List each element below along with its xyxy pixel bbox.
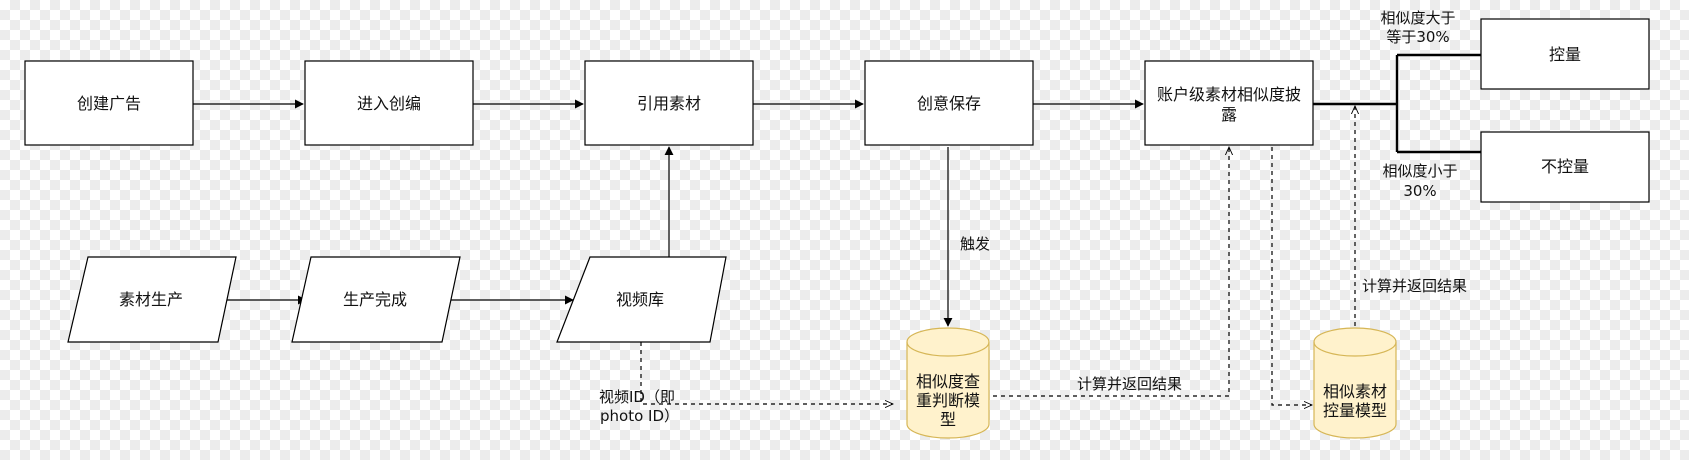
node-material-production[interactable]: 素材生产 bbox=[67, 256, 237, 343]
edge-label-ge30-2: 等于30% bbox=[1386, 28, 1449, 46]
node-account-similarity-label-1: 账户级素材相似度披 bbox=[1157, 85, 1301, 104]
edge-label-video-id-1: 视频ID（即 bbox=[599, 388, 675, 406]
node-video-library-label: 视频库 bbox=[616, 290, 664, 309]
edge-label-compute-return-2: 计算并返回结果 bbox=[1362, 277, 1467, 295]
node-dedup-model-label-2: 重判断模 bbox=[916, 391, 980, 410]
node-reference-material[interactable]: 引用素材 bbox=[584, 60, 754, 146]
edge-label-compute-return-1: 计算并返回结果 bbox=[1077, 375, 1182, 393]
node-no-control-volume[interactable]: 不控量 bbox=[1480, 131, 1650, 203]
node-account-similarity-label-2: 露 bbox=[1221, 105, 1237, 124]
edge-label-lt30-1: 相似度小于 bbox=[1382, 162, 1457, 180]
node-control-model-label-1: 相似素材 bbox=[1323, 382, 1387, 401]
edge-label-trigger: 触发 bbox=[960, 235, 990, 253]
edge-videoid-to-dedup-model bbox=[640, 342, 893, 404]
node-account-similarity[interactable]: 账户级素材相似度披 露 bbox=[1144, 60, 1314, 146]
node-video-library[interactable]: 视频库 bbox=[556, 256, 727, 343]
node-creative-save-label: 创意保存 bbox=[917, 94, 981, 113]
node-create-ad-label: 创建广告 bbox=[77, 94, 141, 113]
node-creative-save[interactable]: 创意保存 bbox=[864, 60, 1034, 146]
edge-label-video-id-2: photo ID） bbox=[600, 407, 679, 425]
edge-account-to-control-model bbox=[1271, 147, 1312, 405]
node-dedup-model-label-1: 相似度查 bbox=[916, 372, 980, 391]
decision-branch bbox=[1313, 53, 1481, 154]
node-production-done-label: 生产完成 bbox=[343, 290, 407, 309]
node-create-ad[interactable]: 创建广告 bbox=[24, 60, 194, 146]
node-control-model-label-2: 控量模型 bbox=[1323, 401, 1387, 420]
edges bbox=[193, 53, 1481, 405]
node-reference-material-label: 引用素材 bbox=[637, 94, 701, 113]
node-no-control-volume-label: 不控量 bbox=[1541, 157, 1589, 176]
node-control-model[interactable]: 相似素材 控量模型 bbox=[1313, 327, 1397, 439]
node-dedup-model-label-3: 型 bbox=[940, 410, 956, 429]
node-control-volume[interactable]: 控量 bbox=[1480, 18, 1650, 90]
edge-label-ge30-1: 相似度大于 bbox=[1380, 9, 1455, 27]
edge-label-lt30-2: 30% bbox=[1403, 182, 1436, 200]
node-control-volume-label: 控量 bbox=[1549, 45, 1581, 64]
node-enter-edit-label: 进入创编 bbox=[357, 94, 421, 113]
edge-dedup-model-to-account bbox=[993, 147, 1229, 397]
node-production-done[interactable]: 生产完成 bbox=[291, 256, 461, 343]
node-enter-edit[interactable]: 进入创编 bbox=[304, 60, 474, 146]
node-material-production-label: 素材生产 bbox=[119, 290, 183, 309]
node-dedup-model[interactable]: 相似度查 重判断模 型 bbox=[906, 327, 990, 439]
